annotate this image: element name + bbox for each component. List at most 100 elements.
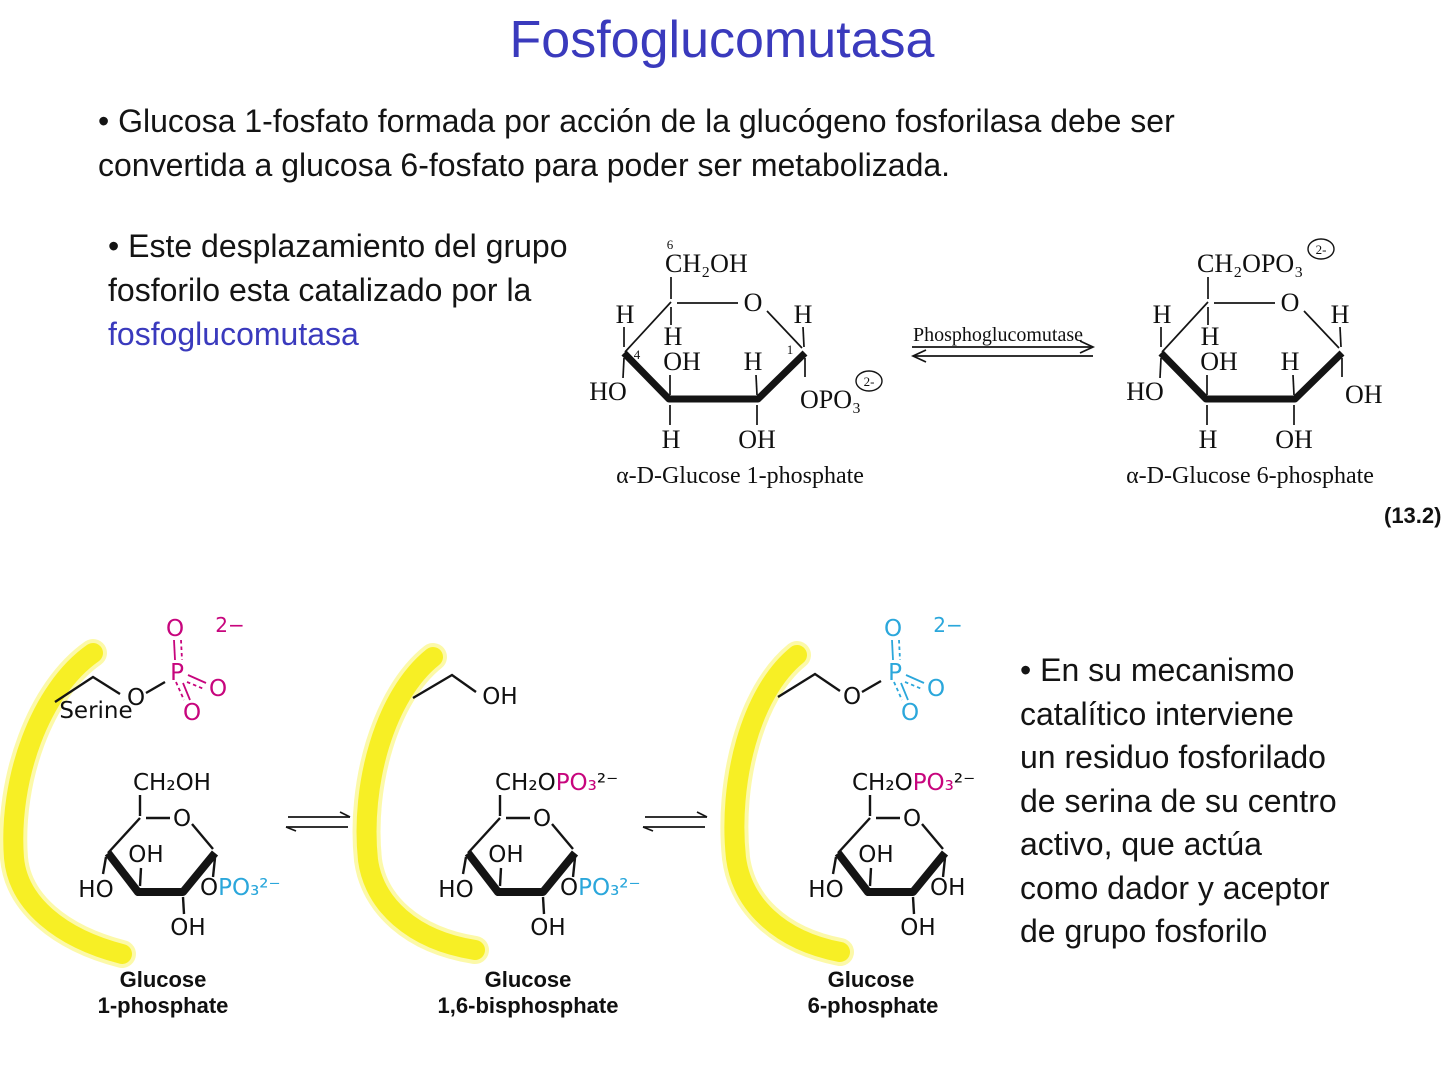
c1-oh-label: OH [1345,380,1383,409]
charge-circle [1307,238,1335,260]
ring-oxygen: O [744,288,763,317]
enzyme-highlight-arc [356,647,485,960]
mechanism-step-glucose-1-phosphate: O Serine P O O O 2− CH₂OH [0,613,281,1018]
structure-name: α-D-Glucose 1-phosphate [616,463,864,489]
bullet3-line: de serina de su centro [1020,782,1337,819]
oh-group: OH [1200,347,1238,376]
serine-oxygen: O [843,684,861,710]
bullet3-line: un residuo fosforilado [1020,739,1326,775]
oh-group: OH [170,915,205,941]
h-atom: H [1331,300,1350,329]
oh-group: OH [128,842,163,868]
bullet-desplazamiento: • Este desplazamiento del grupo fosforil… [108,224,567,356]
equilibrium-arrow [642,811,708,832]
serine-sidechain-bond [777,672,841,699]
ring-oxygen: O [903,806,921,832]
ho-group: HO [438,877,473,903]
c6-group-label: CH₂OH [665,249,748,278]
o-atom: O [560,875,578,901]
enzyme-highlight-arc [3,643,132,964]
ring-bonds [831,795,949,915]
charge-label: ²⁻ [597,770,618,796]
c1-phosphate-label: OPO₃ [800,385,861,414]
carbon-4-index: 4 [634,347,641,362]
ho-group: HO [808,877,843,903]
bullet3-line: como dador y aceptor [1020,869,1330,906]
mechanism-step-glucose-6-phosphate: O P O O O 2− CH₂OPO₃²⁻ [720,613,975,1018]
bullet2-highlight-fosfoglucomutasa: fosfoglucomutasa [108,316,359,352]
o-atom: O [209,676,227,702]
substituent-bonds [622,307,806,425]
arrowhead-left [642,826,654,832]
charge-label: 2− [933,613,962,637]
o-atom: O [884,616,902,642]
c6-phosphate-label: CH₂OPO₃²⁻ [852,770,975,796]
substituent-bonds [1159,307,1343,425]
ho-group: HO [78,877,113,903]
ring-bonds [101,795,219,915]
oh-group: OH [663,347,701,376]
equilibrium-arrow [285,811,351,832]
c1-oh-label: OH [930,875,965,901]
ring-oxygen: O [533,806,551,832]
serine-label: Serine [59,698,132,724]
oh-group: OH [900,915,935,941]
c1-phosphate-label: OPO₃²⁻ [560,875,641,901]
h-atom: H [1153,300,1172,329]
structure-name-line1: Glucose [120,967,207,992]
o-atom: O [183,700,201,726]
h-atom: H [744,347,763,376]
charge-label: ²⁻ [954,770,975,796]
ring-bonds [1158,277,1345,403]
arrowhead-right [696,811,708,818]
c6-phosphate-label: CH₂OPO₃²⁻ [495,770,618,796]
ch2o-prefix: CH₂O [495,770,556,796]
bullet3-line: activo, que actúa [1020,826,1262,862]
charge-label: 2- [864,374,875,389]
bullet-mecanismo-catalitico: • En su mecanismo catalítico interviene … [1020,649,1337,954]
o-atom: O [166,616,184,642]
serine-hydroxyl: OH [482,684,517,710]
figure-glucose1p-to-glucose6p: 6 CH₂OH O H H H [589,237,1383,489]
phosphate-group-magenta [173,639,207,701]
structure-alpha-d-glucose-1-phosphate: 6 CH₂OH O H H H [589,237,883,489]
bullet2-line1: • Este desplazamiento del grupo [108,228,568,264]
carbon-6-index: 6 [667,237,674,252]
po3-group-cyan: PO₃²⁻ [578,875,641,901]
structure-name-line1: Glucose [828,967,915,992]
bullet2-line2: fosforilo esta catalizado por la [108,272,532,308]
o-atom: O [927,676,945,702]
ring-oxygen: O [1281,288,1300,317]
phosphorus-atom: P [888,660,902,686]
oh-group: OH [488,842,523,868]
serine-sidechain-bond [412,673,477,700]
oh-group: OH [738,425,776,454]
figure-phosphoglucomutase-mechanism: O Serine P O O O 2− CH₂OH [0,613,975,1018]
ring-bonds [621,277,808,403]
arrowhead-left [910,349,927,363]
structure-name-line2: 6-phosphate [808,993,939,1018]
carbon-1-index: 1 [787,342,794,357]
bullet3-line: de grupo fosforilo [1020,913,1268,949]
enzyme-label: Phosphoglucomutase [913,324,1083,346]
oh-group: OH [858,842,893,868]
ring-oxygen: O [173,806,191,832]
charge-label: 2− [215,613,244,637]
c1-phosphate-label: OPO₃²⁻ [200,875,281,901]
h-atom: H [616,300,635,329]
c6-group-label: CH₂OH [133,770,211,796]
bullet1-line2: convertida a glucosa 6-fosfato para pode… [98,147,951,183]
charge-circle [855,370,883,392]
phosphorus-atom: P [170,660,184,686]
bullet3-line: • En su mecanismo [1020,652,1295,688]
oh-group: OH [1275,425,1313,454]
po3-group-magenta: PO₃ [913,770,954,796]
po3-group-cyan: PO₃²⁻ [218,875,281,901]
phosphate-group-cyan [891,639,925,701]
h-atom: H [794,300,813,329]
o-atom: O [200,875,218,901]
po3-group-magenta: PO₃ [556,770,597,796]
bullet-glucosa-1-fosfato: • Glucosa 1-fosfato formada por acción d… [98,99,1175,187]
ring-bonds [461,795,579,915]
